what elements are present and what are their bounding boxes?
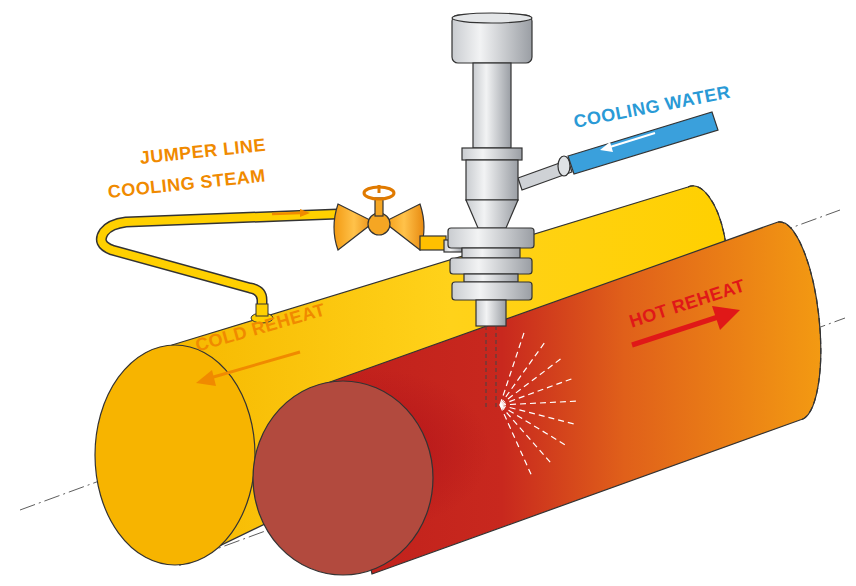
spray-line: [500, 405, 568, 447]
spray-line: [500, 405, 533, 478]
spray-line: [500, 405, 553, 465]
spray-line: [500, 405, 578, 425]
spray-line: [500, 401, 580, 405]
spray-line: [500, 378, 575, 405]
line-label: JUMPER LINE: [139, 135, 267, 169]
line-label: COOLING STEAM: [107, 165, 267, 202]
spray-line: [500, 329, 525, 405]
spray-line: [500, 357, 564, 405]
spray-line: [500, 340, 547, 405]
